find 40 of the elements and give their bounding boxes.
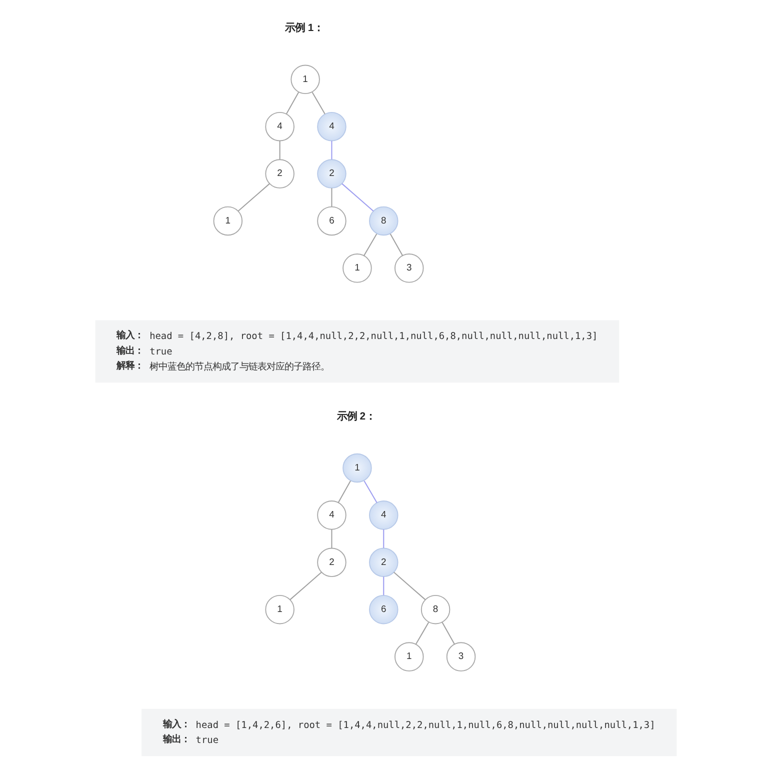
connector (311, 92, 325, 114)
connector (278, 140, 280, 160)
node-circle: 1 (264, 594, 294, 624)
connector (330, 140, 332, 160)
connector (389, 234, 403, 256)
node-circle: 2 (264, 159, 294, 188)
node-circle: 2 (316, 159, 346, 188)
connector (363, 480, 377, 503)
node-circle: 4 (264, 112, 294, 142)
connector (393, 572, 426, 600)
node-circle: 4 (316, 112, 346, 142)
node-circle: 3 (446, 642, 476, 672)
label: 示例 1： (284, 23, 324, 34)
connector (382, 529, 384, 548)
connector (382, 576, 384, 596)
node-circle: 1 (394, 642, 424, 672)
node-circle: 2 (316, 548, 346, 578)
node-circle: 3 (394, 254, 424, 283)
node-circle: 4 (316, 500, 346, 530)
node-circle: 6 (316, 206, 346, 236)
node-circle: 1 (290, 64, 320, 94)
connector (289, 572, 322, 600)
node-circle: 1 (342, 254, 372, 283)
node-circle: 1 (212, 206, 242, 236)
connector (237, 183, 270, 212)
connector (330, 529, 332, 548)
node-circle: 8 (420, 594, 450, 624)
node-circle: 6 (368, 594, 398, 624)
connector (330, 188, 332, 207)
connector (285, 92, 299, 114)
connector (337, 480, 350, 503)
node-circle: 8 (368, 206, 398, 236)
node-circle: 1 (342, 453, 372, 483)
label: 示例 2： (336, 412, 376, 423)
node-circle: 2 (368, 548, 398, 578)
connector (341, 183, 374, 212)
connector (363, 234, 377, 256)
connector (441, 622, 454, 644)
node-circle: 4 (368, 500, 398, 530)
connector (414, 622, 429, 644)
